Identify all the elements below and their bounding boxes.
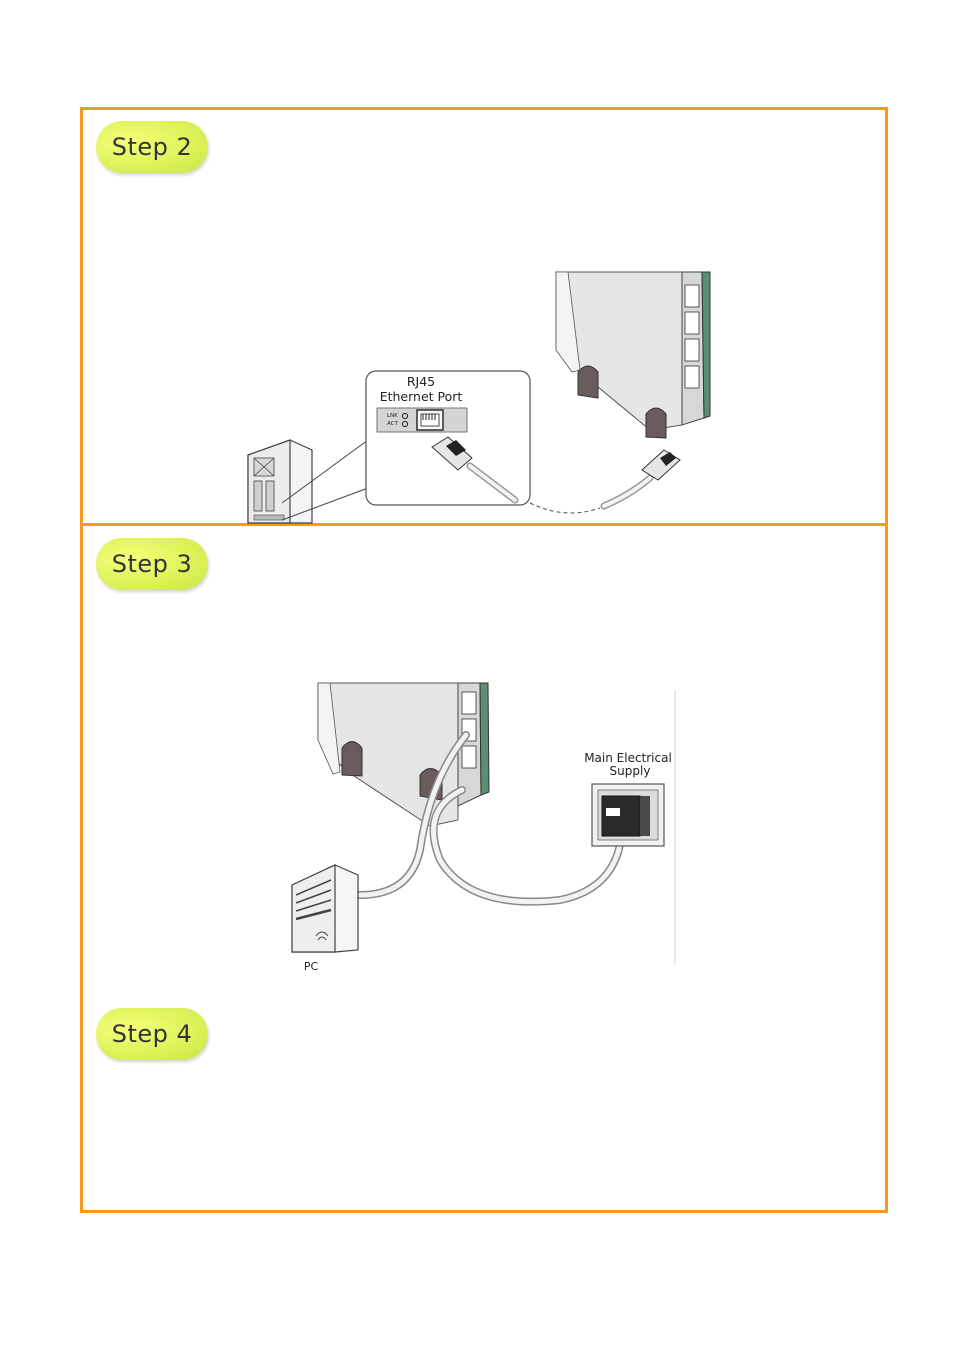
power-socket-icon: Main Electrical Supply bbox=[584, 751, 672, 847]
section-divider bbox=[80, 523, 888, 526]
step-4-label: Step 4 bbox=[111, 1020, 193, 1048]
supply-label-line1: Main Electrical bbox=[584, 751, 672, 765]
ethernet-plug-icon bbox=[431, 436, 519, 504]
supply-label-line2: Supply bbox=[610, 764, 651, 778]
rj45-port-icon bbox=[416, 409, 444, 431]
instruction-frame bbox=[80, 107, 888, 1213]
led-lnk-label: LNK bbox=[387, 413, 398, 419]
pc-icon: PC bbox=[291, 864, 359, 973]
step-4-badge: Step 4 bbox=[96, 1008, 208, 1060]
step-3-label: Step 3 bbox=[111, 550, 193, 578]
router-device-icon bbox=[555, 271, 711, 439]
led-act-label: ACT bbox=[387, 421, 399, 427]
cable-plug-icon bbox=[600, 449, 681, 510]
pc-label: PC bbox=[304, 960, 319, 973]
pc-tower-icon bbox=[247, 439, 313, 524]
port-title-line2: Ethernet Port bbox=[380, 389, 463, 404]
step-2-label: Step 2 bbox=[111, 133, 193, 161]
port-title-line1: RJ45 bbox=[407, 374, 435, 389]
step-2-badge: Step 2 bbox=[96, 121, 208, 173]
step-3-badge: Step 3 bbox=[96, 538, 208, 590]
router-device-icon bbox=[317, 682, 490, 827]
